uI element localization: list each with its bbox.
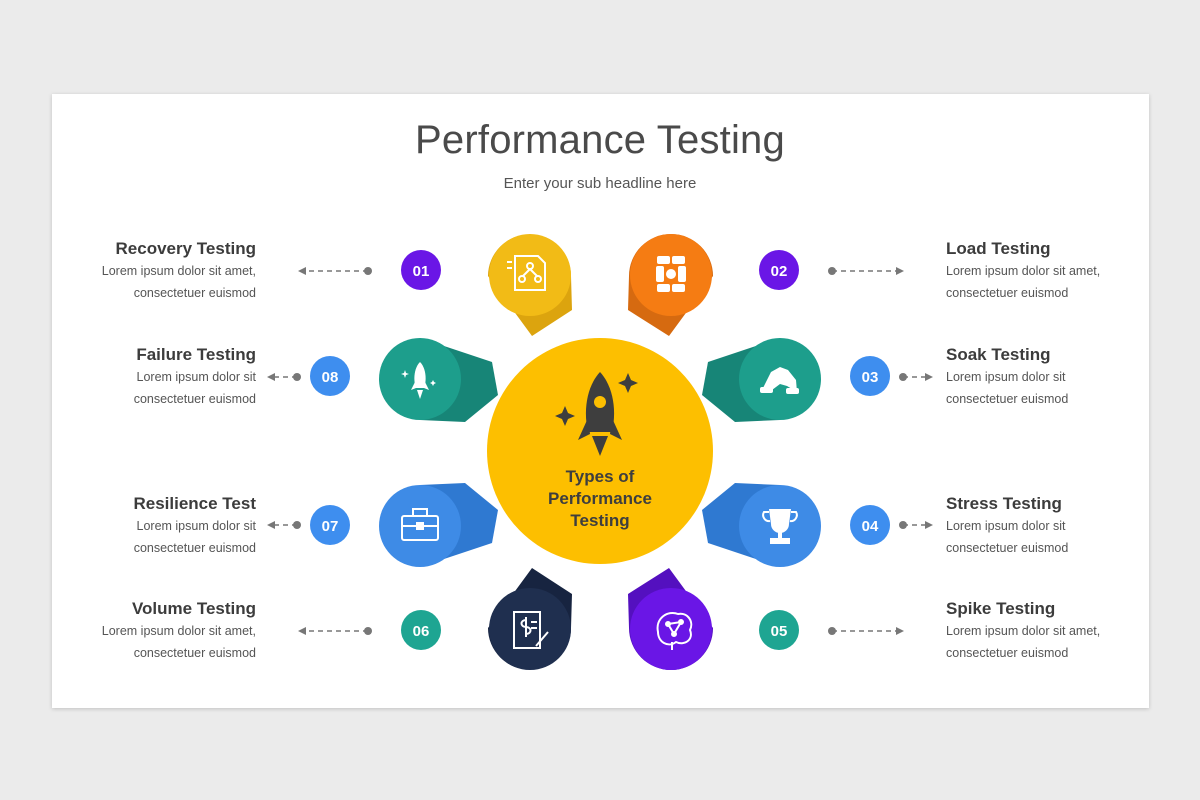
small-rocket-icon xyxy=(401,362,436,399)
number-badge-08: 08 xyxy=(310,356,350,396)
svg-text:03: 03 xyxy=(862,369,879,386)
number-badge-07: 07 xyxy=(310,505,350,545)
item-desc-line1: Lorem ipsum dolor sit amet, xyxy=(101,264,256,278)
item-spike-testing: Spike Testing Lorem ipsum dolor sit amet… xyxy=(946,598,1146,664)
center-label-line3: Testing xyxy=(570,511,629,530)
item-desc-line2: consectetuer euismod xyxy=(133,286,256,300)
svg-text:08: 08 xyxy=(322,369,339,386)
item-desc-line1: Lorem ipsum dolor sit xyxy=(136,370,257,384)
center-label-line2: Performance xyxy=(548,489,652,508)
item-title: Spike Testing xyxy=(946,599,1056,618)
number-badge-01: 01 xyxy=(401,250,441,290)
item-soak-testing: Soak Testing Lorem ipsum dolor sit conse… xyxy=(946,344,1146,410)
item-title: Resilience Test xyxy=(133,494,256,513)
item-desc-line2: consectetuer euismod xyxy=(133,646,256,660)
item-title: Failure Testing xyxy=(136,345,256,364)
flowchart-document-icon xyxy=(507,255,546,291)
center-hub: Types of Performance Testing xyxy=(487,338,713,564)
svg-text:02: 02 xyxy=(771,263,788,280)
item-desc-line2: consectetuer euismod xyxy=(133,392,256,406)
item-load-testing: Load Testing Lorem ipsum dolor sit amet,… xyxy=(946,238,1146,304)
page-title: Performance Testing xyxy=(415,118,785,162)
petal-08[interactable] xyxy=(379,338,498,422)
item-title: Recovery Testing xyxy=(115,239,256,258)
connector-01 xyxy=(298,267,372,275)
item-desc-line2: consectetuer euismod xyxy=(946,646,1069,660)
connector-04 xyxy=(899,521,933,529)
joined-hands-icon xyxy=(656,256,686,292)
petal-06[interactable] xyxy=(488,568,572,670)
connector-03 xyxy=(899,373,933,381)
page-subtitle: Enter your sub headline here xyxy=(503,175,697,192)
trophy-icon xyxy=(762,509,798,544)
petal-02[interactable] xyxy=(628,234,713,336)
item-stress-testing: Stress Testing Lorem ipsum dolor sit con… xyxy=(946,493,1146,559)
svg-text:05: 05 xyxy=(771,623,788,640)
rocket-icon xyxy=(555,372,638,456)
item-desc-line2: consectetuer euismod xyxy=(946,286,1069,300)
connector-05 xyxy=(828,627,904,635)
item-title: Stress Testing xyxy=(946,494,1062,513)
petal-03[interactable] xyxy=(702,338,821,422)
item-desc-line2: consectetuer euismod xyxy=(133,541,256,555)
item-desc-line2: consectetuer euismod xyxy=(946,541,1069,555)
brain-network-icon xyxy=(656,612,693,650)
number-badge-02: 02 xyxy=(759,250,799,290)
item-desc-line1: Lorem ipsum dolor sit xyxy=(946,370,1066,384)
item-recovery-testing: Recovery Testing Lorem ipsum dolor sit a… xyxy=(56,238,256,304)
item-title: Load Testing xyxy=(946,239,1051,258)
item-desc-line1: Lorem ipsum dolor sit amet, xyxy=(946,624,1101,638)
petal-05[interactable] xyxy=(628,568,713,670)
number-badge-05: 05 xyxy=(759,610,799,650)
invoice-document-icon xyxy=(513,611,549,649)
petal-07[interactable] xyxy=(379,483,498,567)
item-desc-line1: Lorem ipsum dolor sit amet, xyxy=(101,624,256,638)
svg-text:04: 04 xyxy=(862,518,879,535)
number-badge-06: 06 xyxy=(401,610,441,650)
item-volume-testing: Volume Testing Lorem ipsum dolor sit ame… xyxy=(56,598,256,664)
item-desc-line1: Lorem ipsum dolor sit xyxy=(136,519,257,533)
connector-08 xyxy=(267,373,301,381)
number-badge-04: 04 xyxy=(850,505,890,545)
petal-01[interactable] xyxy=(488,234,572,336)
svg-text:01: 01 xyxy=(413,263,430,280)
svg-text:07: 07 xyxy=(322,518,339,535)
number-badge-03: 03 xyxy=(850,356,890,396)
petal-04[interactable] xyxy=(702,483,821,567)
item-desc-line1: Lorem ipsum dolor sit amet, xyxy=(946,264,1101,278)
handshake-icon xyxy=(760,367,799,394)
item-resilience-test: Resilience Test Lorem ipsum dolor sit co… xyxy=(56,493,256,559)
item-desc-line2: consectetuer euismod xyxy=(946,392,1069,406)
connector-06 xyxy=(298,627,372,635)
connector-07 xyxy=(267,521,301,529)
svg-text:06: 06 xyxy=(413,623,430,640)
item-desc-line1: Lorem ipsum dolor sit xyxy=(946,519,1066,533)
item-title: Soak Testing xyxy=(946,345,1051,364)
item-failure-testing: Failure Testing Lorem ipsum dolor sit co… xyxy=(56,344,256,410)
center-label-line1: Types of xyxy=(566,467,635,486)
connector-02 xyxy=(828,267,904,275)
briefcase-icon xyxy=(401,508,439,541)
item-title: Volume Testing xyxy=(131,599,256,618)
